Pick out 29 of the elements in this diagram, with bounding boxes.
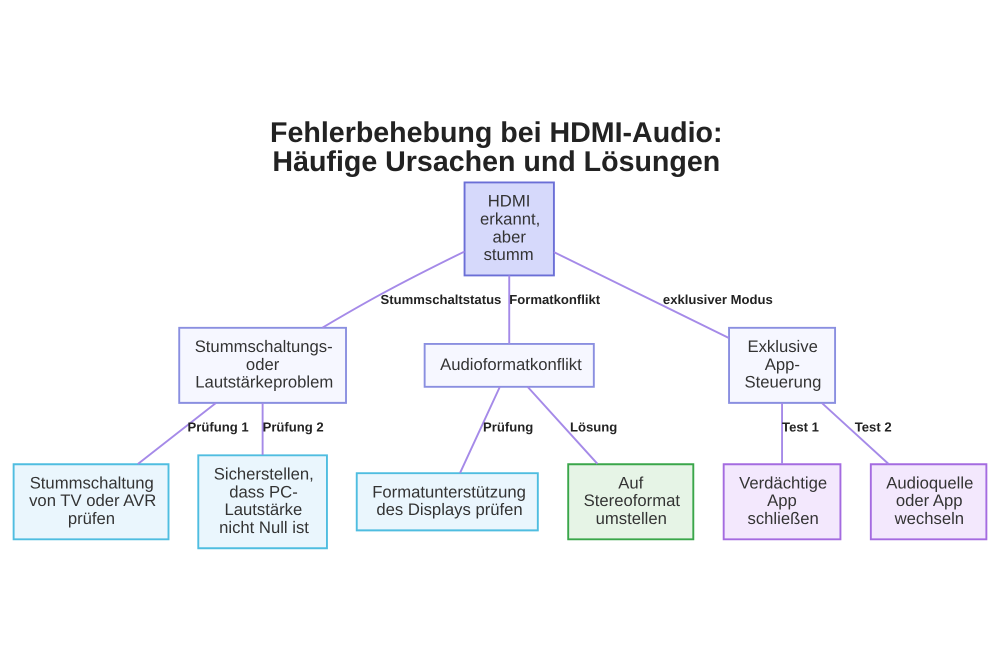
edge-label: Prüfung (483, 419, 534, 434)
edge-label: Prüfung 1 (188, 419, 249, 434)
connector (459, 386, 501, 474)
connector (322, 250, 465, 329)
node-box: Sicherstellen, dass PC-Lautstärke nicht Null ist (197, 454, 328, 550)
edge-label: exklusiver Modus (662, 292, 773, 307)
edge-label: Prüfung 2 (262, 419, 324, 434)
node-box: Stummschaltungs- oder Lautstärkeproblem (178, 326, 347, 404)
connector (526, 386, 598, 464)
edge-label: Test 1 (782, 419, 819, 434)
connector (821, 402, 890, 465)
node-box: Stummschaltung von TV oder AVR prüfen (12, 463, 170, 540)
connector (781, 403, 784, 464)
connector (508, 276, 510, 344)
node-box: Verdächtige App schließen (722, 463, 842, 540)
node-box: Audioquelle oder App wechseln (870, 463, 988, 540)
node-box: Exklusive App-Steuerung (728, 326, 836, 404)
node-box: Auf Stereoformat umstellen (567, 463, 694, 540)
node-box: Audioformatkonflikt (424, 342, 595, 388)
edge-label: Formatkonflikt (509, 292, 600, 307)
connector (137, 402, 216, 465)
edge-label: Lösung (570, 419, 618, 434)
edge-label: Stummschaltstatus (380, 292, 502, 307)
node-box: Formatunterstützung des Displays prüfen (356, 472, 539, 532)
connector (554, 251, 730, 339)
edge-label: Test 2 (854, 419, 892, 434)
connector (262, 403, 264, 455)
diagram-title: Fehlerbehebung bei HDMI-Audio: Häufige Ursachen und Lösungen (270, 117, 723, 178)
node-box: HDMI erkannt, aber stumm (464, 182, 555, 276)
